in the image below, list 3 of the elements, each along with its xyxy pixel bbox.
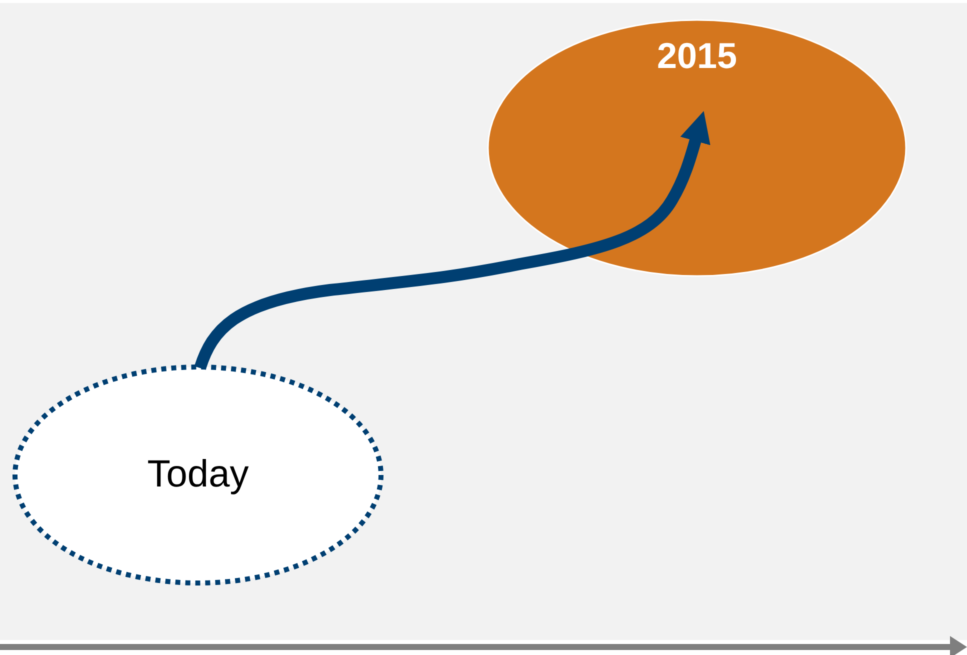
node-label: Today	[147, 454, 249, 496]
curved-arrow	[194, 110, 710, 370]
node-label: 2015	[656, 34, 738, 77]
